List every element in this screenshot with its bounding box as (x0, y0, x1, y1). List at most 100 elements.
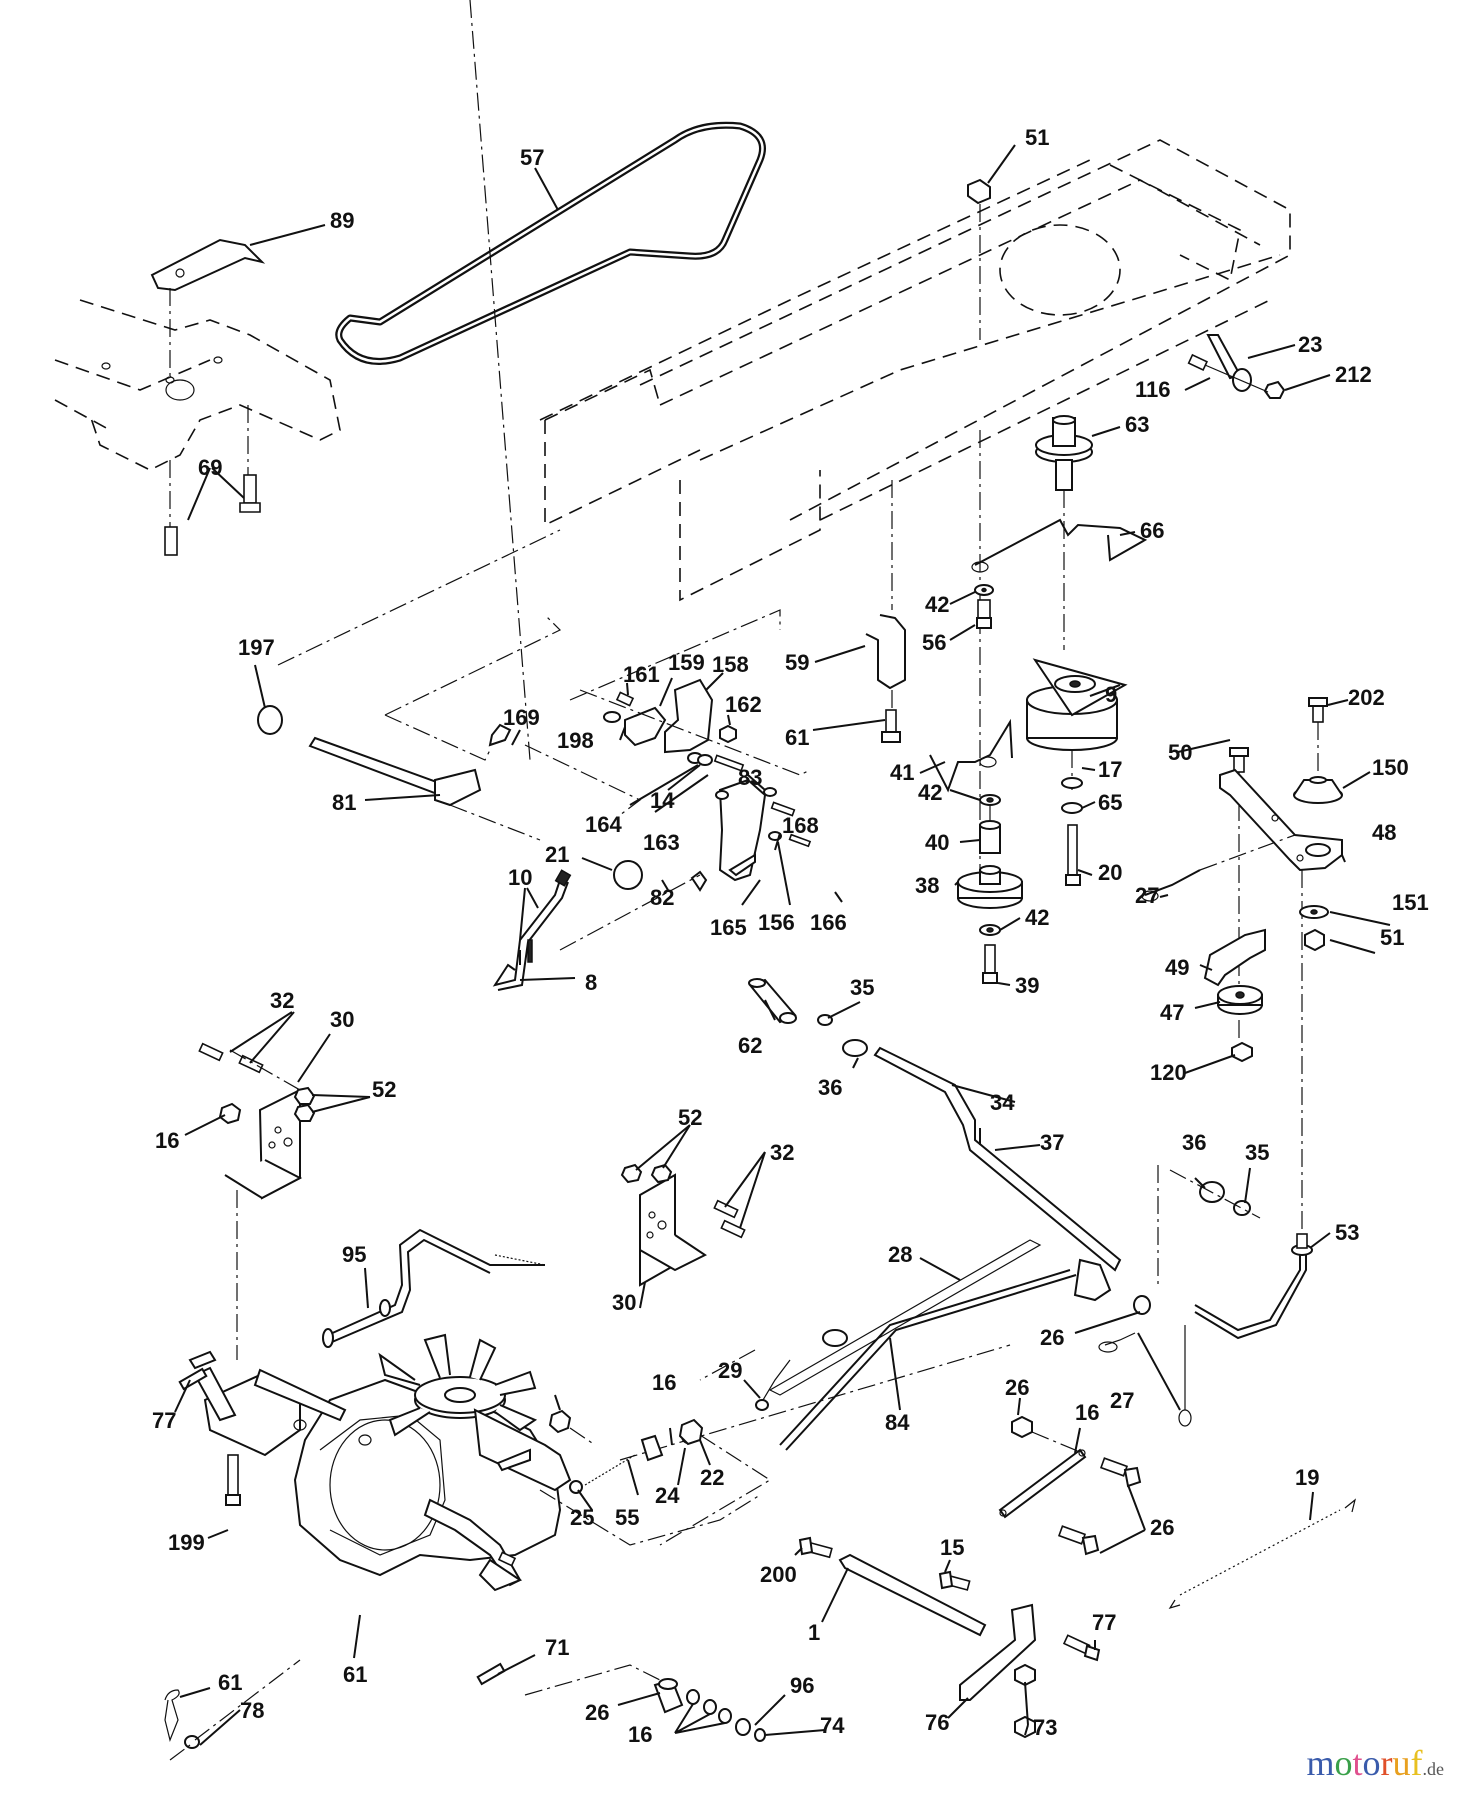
label-61: 61 (785, 725, 809, 750)
label-16c: 26 (1005, 1375, 1029, 1400)
bracket-30-left (198, 1042, 316, 1360)
label-23: 23 (1298, 332, 1322, 357)
spring-25-stack (539, 1409, 772, 1546)
label-21: 21 (545, 842, 569, 867)
label-120: 120 (1150, 1060, 1187, 1085)
label-158: 158 (712, 652, 749, 677)
label-212: 212 (1335, 362, 1372, 387)
label-26: 26 (1040, 1325, 1064, 1350)
keys-77-bolt-15 (164, 1367, 506, 1761)
rods-28-22 (755, 1239, 1192, 1451)
bolt-61-upper (881, 709, 901, 743)
label-15: 199 (168, 1530, 205, 1555)
label-25: 55 (615, 1505, 639, 1530)
label-61c: 77 (1092, 1610, 1116, 1635)
label-42c: 42 (1025, 905, 1049, 930)
control-bracket-assembly (524, 609, 812, 951)
label-164: 164 (585, 812, 622, 837)
bolts-69 (164, 405, 261, 556)
label-1: 61 (343, 1662, 367, 1687)
nut-51-top (967, 178, 991, 880)
label-26c: 25 (570, 1505, 594, 1530)
label-57: 57 (520, 145, 544, 170)
label-37: 37 (1040, 1130, 1064, 1155)
watermark-suffix: .de (1422, 1759, 1445, 1779)
label-20: 20 (1098, 860, 1122, 885)
label-53: 53 (1335, 1220, 1359, 1245)
label-150: 150 (1372, 755, 1409, 780)
leader-lines (174, 144, 1391, 1746)
label-32: 32 (270, 988, 294, 1013)
label-166: 166 (810, 910, 847, 935)
label-56: 56 (922, 630, 946, 655)
transmission-1 (188, 1333, 572, 1592)
label-200: 15 (940, 1535, 964, 1560)
label-197: 197 (238, 635, 275, 660)
label-81: 81 (332, 790, 356, 815)
label-66: 66 (1140, 518, 1164, 543)
label-19: 24 (655, 1483, 680, 1508)
label-16d: 73 (1033, 1715, 1057, 1740)
shift-plate-89 (150, 238, 266, 380)
watermark-letter: o (1334, 1743, 1353, 1783)
label-52b: 52 (678, 1105, 702, 1130)
clip-169 (469, 0, 531, 761)
label-26b: 16 (652, 1370, 676, 1395)
label-89: 89 (330, 208, 354, 233)
label-71: 1 (808, 1620, 820, 1645)
idler-pulley-63 (1035, 415, 1093, 650)
electric-clutch-9 (1026, 658, 1128, 790)
label-151: 151 (1392, 890, 1429, 915)
watermark-logo: motoruf.de (1306, 1742, 1444, 1784)
spring-55 (1168, 1498, 1357, 1610)
label-77: 77 (152, 1408, 176, 1433)
idler-arm-48-assembly (1141, 697, 1343, 1240)
label-168: 168 (782, 813, 819, 838)
label-17: 17 (1098, 757, 1122, 782)
label-10: 10 (508, 865, 532, 890)
label-163: 163 (643, 830, 680, 855)
watermark-letter: f (1410, 1743, 1423, 1783)
label-198: 198 (557, 728, 594, 753)
part-labels: 57 89 51 23 116 212 63 69 66 42 56 197 5… (152, 125, 1429, 1747)
label-27: 27 (1135, 883, 1159, 908)
label-39: 39 (1015, 973, 1039, 998)
label-8: 8 (585, 970, 597, 995)
label-83: 83 (738, 765, 762, 790)
label-78: 96 (790, 1673, 814, 1698)
label-41: 41 (890, 760, 914, 785)
label-62: 62 (738, 1033, 762, 1058)
label-156: 156 (758, 910, 795, 935)
label-36: 36 (818, 1075, 842, 1100)
label-27b: 27 (1110, 1388, 1134, 1413)
label-14: 14 (650, 788, 675, 813)
watermark-letter: m (1306, 1743, 1335, 1783)
label-49: 49 (1165, 955, 1189, 980)
label-52: 52 (372, 1077, 396, 1102)
label-165: 165 (710, 915, 747, 940)
label-202: 202 (1348, 685, 1385, 710)
label-34: 34 (990, 1090, 1015, 1115)
label-48: 48 (1372, 820, 1396, 845)
tractor-frame (539, 139, 1291, 602)
wire-41 (929, 718, 1013, 793)
label-42b: 42 (918, 780, 942, 805)
label-199: 26 (1150, 1515, 1174, 1540)
watermark-letter: t (1352, 1743, 1363, 1783)
label-55: 19 (1295, 1465, 1319, 1490)
bracket-59 (865, 480, 906, 710)
label-73: 76 (925, 1710, 949, 1735)
watermark-letter: o (1362, 1743, 1381, 1783)
label-61b: 200 (760, 1562, 797, 1587)
washers-17-65-bolt-20 (1061, 777, 1083, 886)
label-22: 84 (885, 1410, 910, 1435)
label-36b: 36 (1182, 1130, 1206, 1155)
label-24: 22 (700, 1465, 724, 1490)
latch-23-assembly (1187, 334, 1286, 399)
fender-dashed (54, 299, 341, 471)
shaft-81 (257, 529, 562, 841)
pulley-stack-38 (957, 794, 1023, 984)
label-30: 30 (330, 1007, 354, 1032)
rod-53 (1194, 1233, 1313, 1340)
watermark-letters: motoruf (1306, 1742, 1422, 1784)
